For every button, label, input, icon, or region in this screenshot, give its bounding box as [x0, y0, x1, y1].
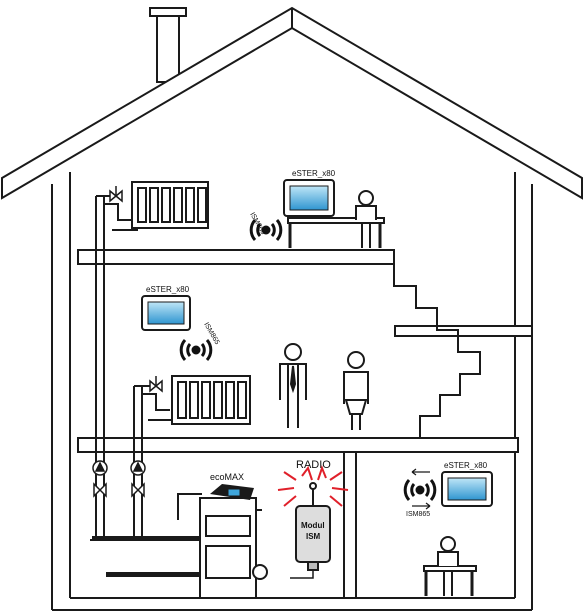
- module-label-line2: ISM: [306, 532, 321, 541]
- boiler-label: ecoMAX: [210, 472, 244, 482]
- woman-icon: [343, 351, 369, 430]
- lower-desk: [423, 565, 477, 596]
- house-walls: [51, 172, 533, 611]
- lower-signal-label: ISM865: [406, 511, 430, 518]
- manifold-bars: [92, 536, 202, 577]
- upper-radiator: [131, 181, 209, 229]
- floor-slabs: [77, 249, 533, 453]
- staircase: [393, 264, 481, 439]
- upper-signal-icon: [249, 219, 283, 241]
- middle-panel: [141, 295, 191, 331]
- lower-panel-label: eSTER_x80: [444, 461, 488, 470]
- boiler-controller-icon: [210, 484, 254, 500]
- lower-person-icon: [437, 536, 459, 596]
- man-icon: [279, 343, 307, 428]
- roof: [0, 6, 583, 200]
- lower-radiator: [171, 375, 251, 425]
- upper-desk: [287, 217, 385, 248]
- left-pump-icon: [92, 460, 108, 498]
- middle-signal-label: ISM865: [202, 322, 220, 346]
- ism-module: [290, 482, 331, 579]
- chimney: [149, 7, 187, 83]
- upper-panel: [283, 179, 335, 217]
- upper-panel-label: eSTER_x80: [292, 169, 336, 178]
- upper-person-icon: [355, 190, 377, 248]
- lower-radiator-valve-icon: [149, 376, 163, 393]
- lower-signal-arrows-icon: [411, 468, 431, 510]
- middle-signal-icon: [179, 339, 213, 361]
- right-pump-icon: [130, 460, 146, 498]
- lower-signal-icon: [403, 479, 437, 501]
- partition-wall: [343, 451, 357, 599]
- upper-radiator-valve-icon: [109, 186, 123, 203]
- radio-burst-icon: [277, 465, 349, 507]
- lower-panel: [441, 471, 493, 507]
- middle-panel-label: eSTER_x80: [146, 285, 190, 294]
- module-label-line1: Modul: [301, 521, 325, 530]
- radio-label: RADIO: [296, 459, 331, 471]
- boiler: [177, 493, 268, 599]
